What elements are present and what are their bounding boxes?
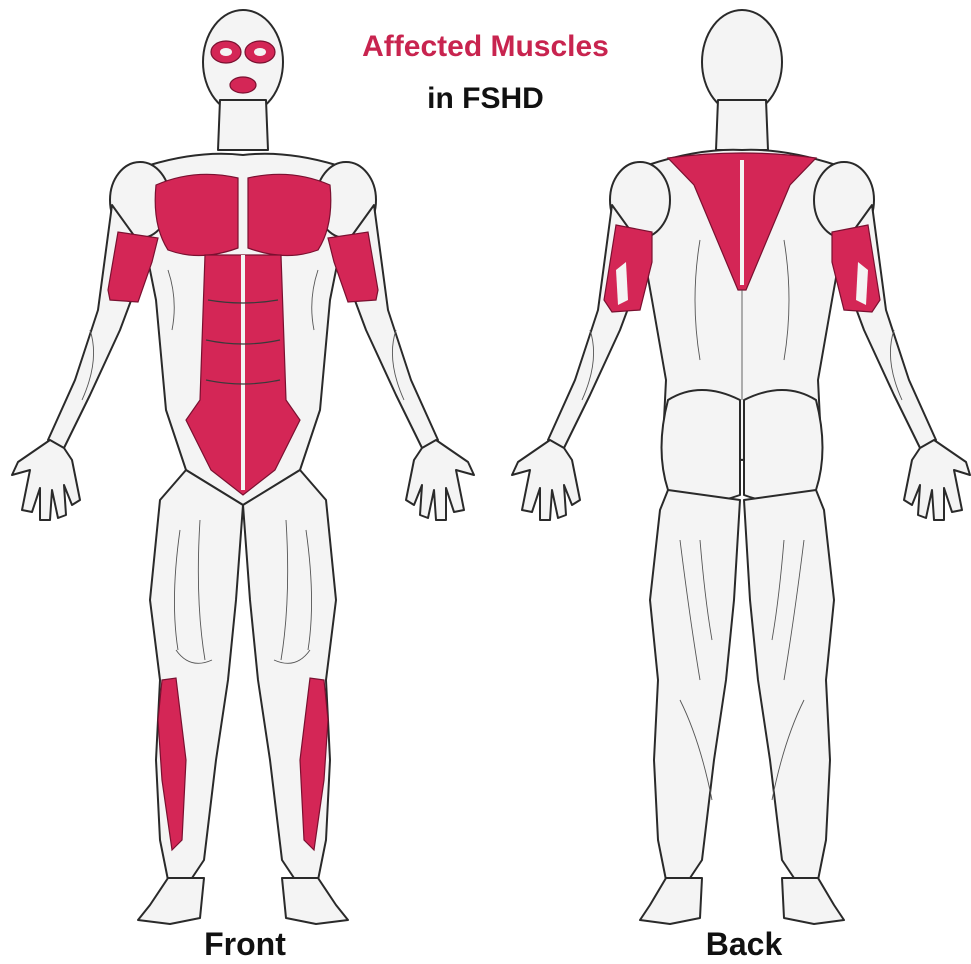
- back-foot-left: [640, 878, 702, 924]
- front-hl-pec-left: [248, 174, 331, 255]
- back-hand-right: [904, 440, 970, 520]
- front-leg-right: [150, 470, 243, 880]
- back-glute-left: [662, 390, 741, 501]
- front-view-label: Front: [145, 926, 345, 963]
- front-figure: [12, 10, 474, 924]
- front-hl-pec-right: [155, 174, 238, 255]
- back-leg-left: [650, 490, 740, 880]
- title-affected-muscles: Affected Muscles: [0, 30, 971, 64]
- back-figure: [512, 10, 970, 924]
- back-foot-right: [782, 878, 844, 924]
- back-glute-right: [744, 390, 823, 501]
- back-leg-right: [744, 490, 834, 880]
- front-foot-left: [282, 878, 348, 924]
- front-leg-left: [243, 470, 336, 880]
- title-in-fshd: in FSHD: [0, 82, 971, 116]
- front-foot-right: [138, 878, 204, 924]
- front-hand-right: [12, 440, 80, 520]
- front-hand-left: [406, 440, 474, 520]
- back-view-label: Back: [644, 926, 844, 963]
- back-hand-left: [512, 440, 580, 520]
